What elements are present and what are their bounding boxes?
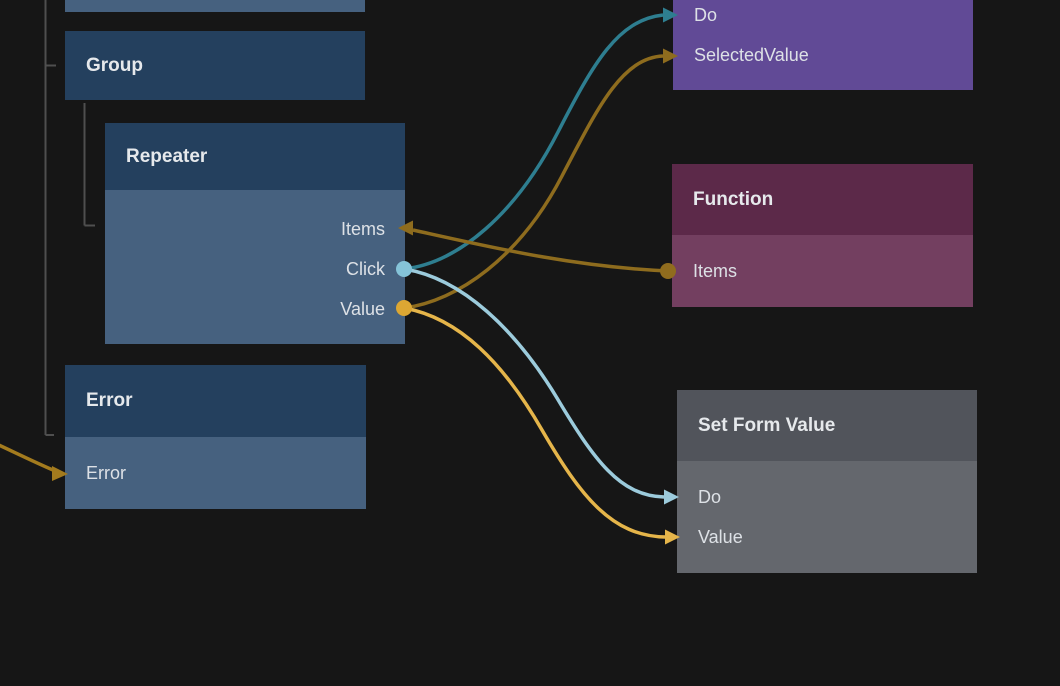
port-repeater-items[interactable]: Items: [340, 218, 385, 239]
port-sfv-value[interactable]: Value: [698, 526, 743, 547]
node-error[interactable]: Error Error: [65, 365, 366, 509]
tree-line-trunk: [44, 0, 56, 436]
node-picker[interactable]: Do SelectedValue: [673, 0, 973, 90]
tree-line-branch: [83, 103, 95, 227]
wire-offcanvas-to-error[interactable]: [0, 440, 54, 472]
port-error-error[interactable]: Error: [86, 462, 126, 483]
node-repeater[interactable]: Repeater Items Click Value: [105, 123, 405, 344]
wire-value-to-sfv-value[interactable]: [403, 306, 666, 539]
node-title: Error: [65, 365, 366, 437]
node-title: Repeater: [105, 123, 405, 190]
wire-click-to-picker-do[interactable]: [403, 13, 664, 271]
port-function-items[interactable]: Items: [693, 260, 738, 281]
wire-click-to-sfv-do[interactable]: [403, 267, 665, 499]
wire-function-items-to-repeater-items[interactable]: [412, 228, 669, 273]
port-repeater-click[interactable]: Click: [346, 258, 385, 279]
node-title: Set Form Value: [677, 390, 977, 461]
wire-value-to-picker-selectedvalue[interactable]: [403, 54, 664, 310]
node-function[interactable]: Function Items: [672, 164, 973, 307]
port-picker-selectedvalue[interactable]: SelectedValue: [694, 44, 809, 65]
port-repeater-value[interactable]: Value: [340, 298, 385, 319]
node-set-form-value[interactable]: Set Form Value Do Value: [677, 390, 977, 573]
port-picker-do[interactable]: Do: [694, 4, 718, 25]
port-sfv-do[interactable]: Do: [698, 486, 722, 507]
node-fragment-top[interactable]: [65, 0, 365, 12]
node-title: Function: [672, 164, 973, 235]
node-group[interactable]: Group: [65, 31, 365, 100]
node-title: Group: [86, 54, 143, 76]
